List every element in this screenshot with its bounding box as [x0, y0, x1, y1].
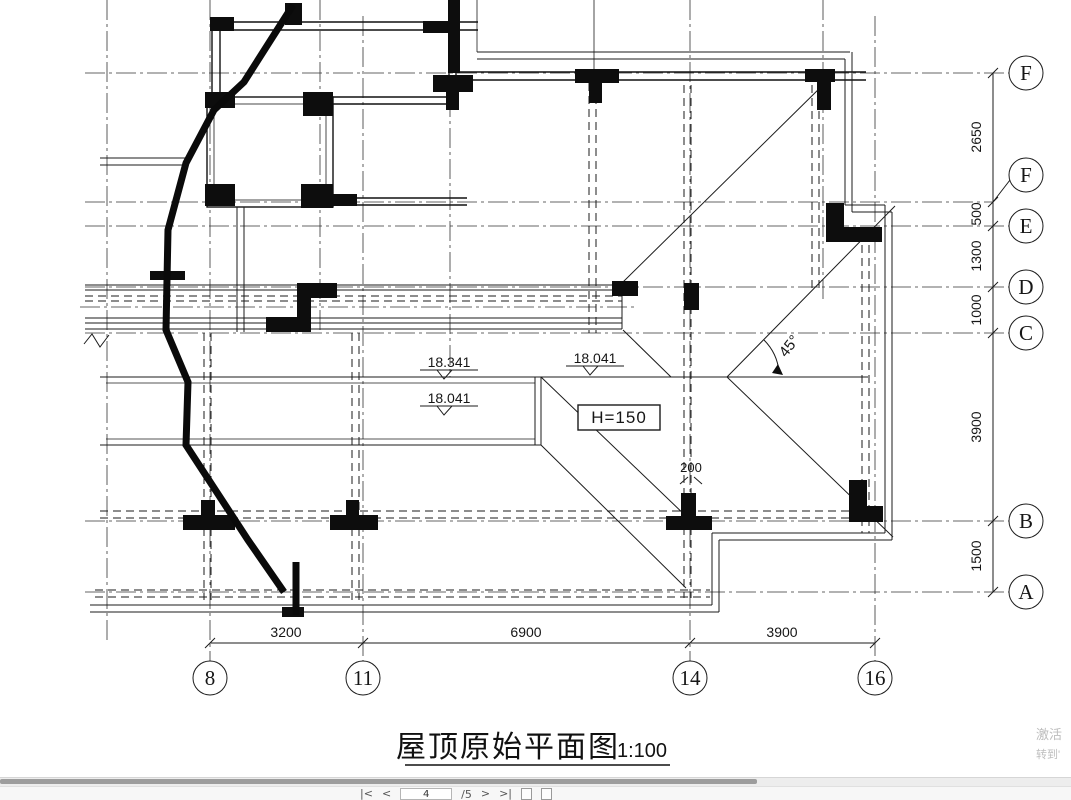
activation-watermark: 激活 转到' — [1036, 724, 1062, 762]
drawing-title: 屋顶原始平面图 — [396, 731, 620, 764]
grid-bubble-14: 14 — [672, 660, 708, 696]
grid-bubble-D: D — [1008, 269, 1044, 305]
right-dimension-chain: 2650 500 1300 1000 3900 1500 F F E D C B… — [968, 55, 1044, 610]
roof-eaves — [90, 51, 893, 613]
next-page-button[interactable]: > — [480, 787, 491, 800]
grid-label-11: 11 — [353, 666, 373, 690]
grid-label-E: E — [1020, 214, 1033, 238]
dim-right-1300: 1300 — [968, 240, 984, 271]
grid-label-C: C — [1019, 321, 1033, 345]
drawing-scale: 1:100 — [617, 740, 667, 762]
roof-hip-valley-lines — [540, 81, 896, 589]
section-cut-line — [162, 3, 300, 615]
watermark-line2: 转到' — [1036, 749, 1061, 761]
angle-label: 45° — [776, 332, 803, 360]
grid-bubble-F1: F — [1008, 55, 1044, 91]
grid-label-A: A — [1018, 580, 1034, 604]
walls — [80, 21, 868, 446]
page-total-label: /5 — [461, 787, 472, 800]
bottom-dimension-chain: 3200 6900 3900 8 11 14 16 — [192, 624, 893, 696]
dim-right-1000: 1000 — [968, 294, 984, 325]
dim-right-1500: 1500 — [968, 540, 984, 571]
viewer-statusbar: |< < /5 > >| — [0, 786, 1071, 800]
watermark-line1: 激活 — [1036, 727, 1063, 742]
grid-bubble-11: 11 — [345, 660, 381, 696]
height-label: H=150 — [591, 408, 647, 427]
last-page-button[interactable]: >| — [499, 787, 513, 800]
grid-bubble-B: B — [1008, 503, 1044, 539]
horizontal-scrollbar[interactable] — [0, 777, 1071, 786]
drawing-title-block: 屋顶原始平面图 1:100 — [396, 731, 670, 766]
structural-columns — [150, 0, 883, 617]
single-page-layout-icon[interactable] — [521, 788, 533, 800]
grid-label-14: 14 — [680, 666, 702, 690]
grid-label-F2: F — [1020, 163, 1032, 187]
dimension-ticks — [987, 67, 999, 598]
grid-label-8: 8 — [205, 666, 216, 690]
grid-bubble-E: E — [1008, 208, 1044, 244]
dim-bottom-3900: 3900 — [766, 624, 797, 640]
first-page-button[interactable]: |< — [360, 787, 373, 800]
dim-right-3900: 3900 — [968, 411, 984, 442]
grid-label-D: D — [1018, 275, 1033, 299]
grid-bubble-C: C — [1008, 315, 1044, 351]
level-18041-upper: 18.041 — [574, 350, 617, 366]
grid-label-B: B — [1019, 509, 1033, 533]
grid-label-16: 16 — [865, 666, 886, 690]
level-18341: 18.341 — [428, 354, 471, 370]
roof-plan-drawing: 2650 500 1300 1000 3900 1500 F F E D C B… — [80, 0, 1044, 766]
dim-200: 200 — [680, 460, 702, 475]
prev-page-button[interactable]: < — [381, 787, 392, 800]
grid-bubble-16: 16 — [857, 660, 893, 696]
dim-right-2650: 2650 — [968, 121, 984, 152]
dim-bottom-6900: 6900 — [510, 624, 541, 640]
page-number-input[interactable] — [400, 788, 453, 800]
facing-page-layout-icon[interactable] — [541, 788, 553, 800]
level-18041-lower: 18.041 — [428, 390, 471, 406]
dim-right-500: 500 — [968, 202, 984, 226]
dim-bottom-3200: 3200 — [270, 624, 301, 640]
dimension-ticks — [204, 637, 881, 649]
angle-annotation: 45° — [763, 332, 803, 375]
grid-label-F1: F — [1020, 61, 1032, 85]
grid-bubble-A: A — [1008, 574, 1044, 610]
small-dimension-200: 200 — [679, 460, 703, 485]
level-annotations: 18.341 18.041 18.041 — [420, 350, 624, 416]
grid-bubble-F2: F — [1008, 157, 1044, 193]
grid-bubble-8: 8 — [192, 660, 228, 696]
page-navigation: |< < /5 > >| — [360, 787, 553, 800]
height-label-box: H=150 — [577, 404, 661, 431]
horizontal-scrollbar-thumb[interactable] — [0, 779, 757, 784]
